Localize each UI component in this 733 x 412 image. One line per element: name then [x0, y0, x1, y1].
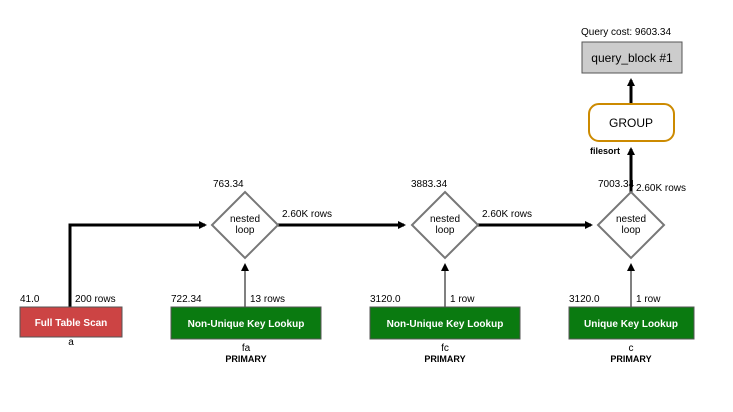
c-lookup-box[interactable]	[568, 306, 695, 340]
group-label: GROUP	[609, 116, 653, 130]
loop3-label-1: nested	[616, 214, 646, 225]
edge-full-scan-to-loop1	[68, 221, 207, 307]
loop1-label-2: loop	[236, 225, 255, 236]
full-table-scan-label: Full Table Scan	[35, 318, 108, 329]
fc-lookup-label: Non-Unique Key Lookup	[387, 319, 504, 330]
query-cost-label: Query cost: 9603.34	[581, 27, 671, 38]
c-cost: 3120.0	[569, 294, 600, 305]
loop1-cost: 763.34	[213, 179, 244, 190]
fc-lookup-box[interactable]	[369, 306, 521, 340]
fc-alias: fc	[441, 343, 449, 354]
c-rows: 1 row	[636, 294, 661, 305]
fa-alias: fa	[242, 343, 251, 354]
full-table-scan-box[interactable]	[19, 306, 123, 338]
loop3-label-2: loop	[622, 225, 641, 236]
query-block-label: query_block #1	[591, 51, 673, 65]
c-alias: c	[629, 343, 634, 354]
fc-key: PRIMARY	[424, 354, 465, 364]
nested-loop-1[interactable]: nested loop	[210, 190, 280, 260]
loop2-label-2: loop	[436, 225, 455, 236]
fa-rows: 13 rows	[250, 294, 285, 305]
full-scan-rows: 200 rows	[75, 294, 116, 305]
loop3-cost: 7003.34	[598, 179, 635, 190]
c-key: PRIMARY	[610, 354, 651, 364]
fa-lookup-box[interactable]	[170, 306, 322, 340]
c-lookup-label: Unique Key Lookup	[584, 319, 678, 330]
full-scan-alias: a	[68, 337, 74, 348]
query-block-box[interactable]	[581, 41, 683, 74]
loop2-cost: 3883.34	[411, 179, 448, 190]
fa-lookup-label: Non-Unique Key Lookup	[188, 319, 305, 330]
loop1-out-rows: 2.60K rows	[282, 209, 332, 220]
fa-key: PRIMARY	[225, 354, 266, 364]
full-scan-cost: 41.0	[20, 294, 40, 305]
loop1-label-1: nested	[230, 214, 260, 225]
loop2-label-1: nested	[430, 214, 460, 225]
group-filesort-label: filesort	[590, 146, 620, 156]
group-operation-box[interactable]	[588, 103, 675, 142]
loop2-out-rows: 2.60K rows	[482, 209, 532, 220]
nested-loop-3[interactable]: nested loop	[596, 190, 666, 260]
fa-cost: 722.34	[171, 294, 202, 305]
loop3-out-rows: 2.60K rows	[636, 183, 686, 194]
fc-rows: 1 row	[450, 294, 475, 305]
fc-cost: 3120.0	[370, 294, 401, 305]
nested-loop-2[interactable]: nested loop	[410, 190, 480, 260]
